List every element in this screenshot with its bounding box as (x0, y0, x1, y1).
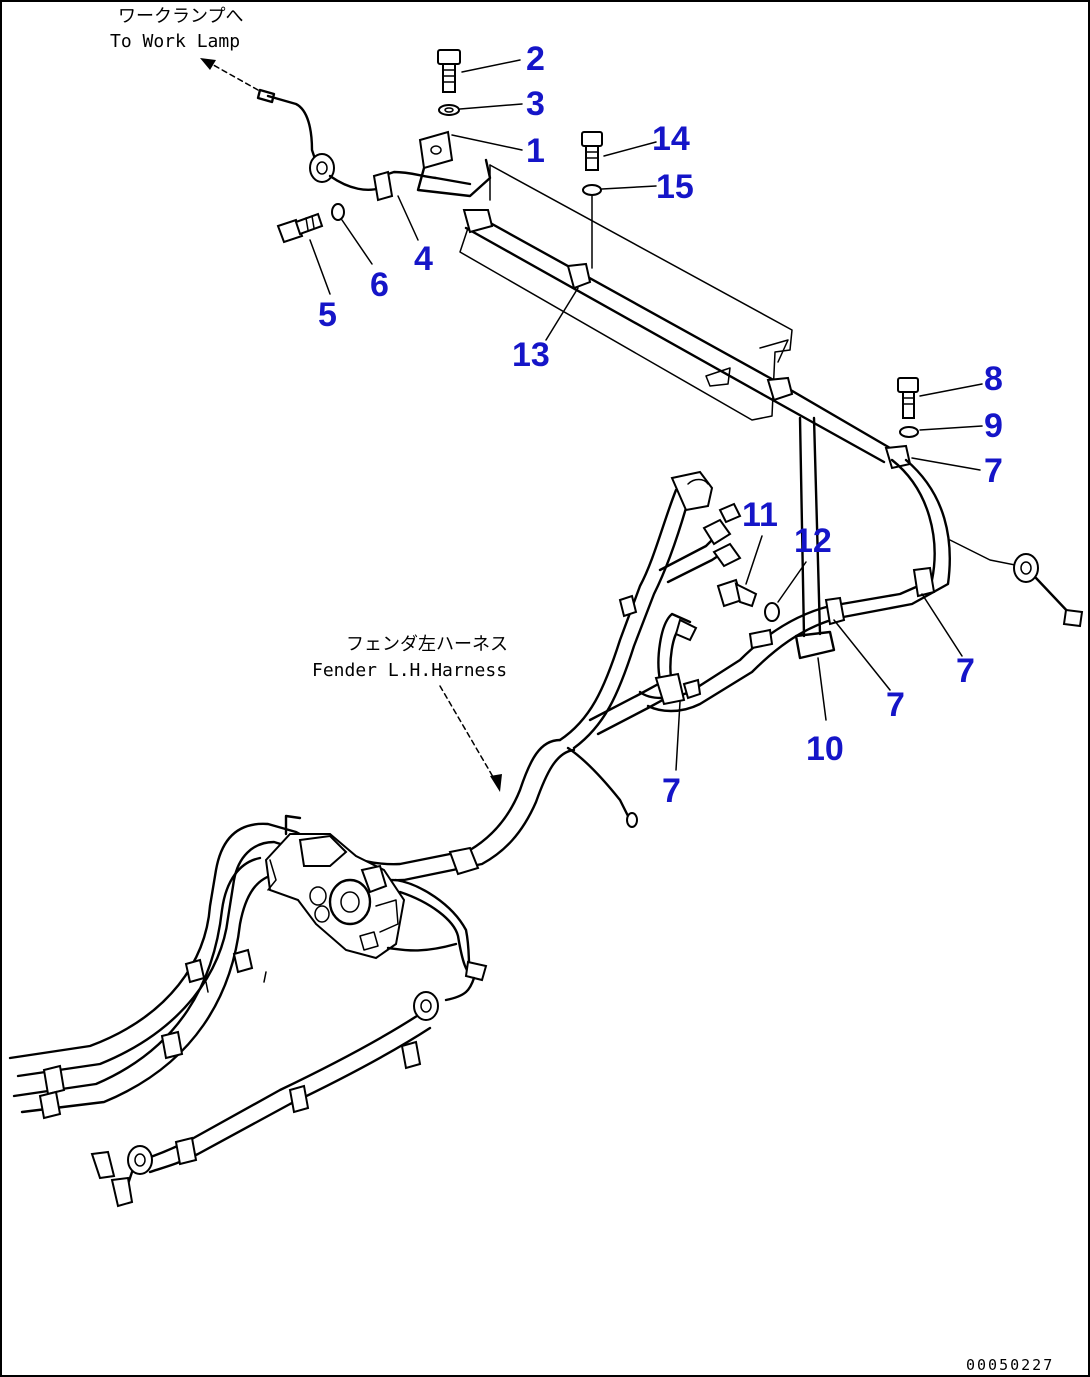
callout-6: 6 (370, 266, 389, 304)
bolt-part-2 (437, 49, 521, 93)
fender-lh-harness (8, 738, 576, 1120)
clamp-part-4 (372, 170, 472, 241)
callout-12: 12 (794, 522, 832, 560)
bolt-part-14 (581, 131, 657, 171)
top-harness-tube (462, 209, 912, 470)
callout-9: 9 (984, 407, 1003, 445)
callout-8: 8 (984, 360, 1003, 398)
callout-7-left: 7 (662, 772, 681, 810)
end-grommet (127, 1145, 153, 1175)
bracket-plate (748, 628, 774, 650)
callout-11: 11 (742, 496, 778, 534)
washer-part-6 (331, 203, 373, 265)
grommet (309, 153, 335, 183)
connector-branch (558, 470, 742, 750)
callout-7-right: 7 (956, 652, 975, 690)
bolt-part-8 (897, 377, 983, 419)
junction-box (264, 833, 406, 960)
callout-2: 2 (526, 40, 545, 78)
callout-1: 1 (526, 132, 545, 170)
work-lamp-wire (256, 88, 382, 191)
stay-part-10 (794, 416, 836, 721)
washer-part-15 (582, 184, 657, 269)
bolt-part-5 (276, 212, 331, 295)
leader-1 (451, 134, 523, 151)
mid-loop-branch (588, 612, 702, 771)
drawing-code: 00050227 (966, 1356, 1054, 1374)
work-lamp-note-jp: ワークランプへ (118, 6, 243, 27)
callout-10: 10 (806, 730, 844, 768)
leader-7b (921, 593, 963, 657)
callout-7-mid: 7 (886, 686, 905, 724)
right-grommet (1013, 553, 1039, 583)
lower-grommet (413, 991, 439, 1021)
washer-part-3 (438, 103, 523, 116)
lower-harness (90, 991, 439, 1208)
callout-5: 5 (318, 296, 337, 334)
fender-note-en: Fender L.H.Harness (312, 660, 507, 681)
leader-7c (833, 619, 891, 691)
washer-part-9 (899, 425, 983, 438)
callout-14: 14 (652, 120, 690, 158)
fender-note-jp: フェンダ左ハーネス (346, 634, 508, 655)
callout-3: 3 (526, 85, 545, 123)
fender-note-arrow (439, 685, 502, 792)
callout-15: 15 (656, 168, 694, 206)
callout-7-top: 7 (984, 452, 1003, 490)
lower-right-branch (386, 878, 488, 1002)
callout-4: 4 (414, 240, 433, 278)
ground-wire (566, 746, 638, 828)
work-lamp-arrow (200, 58, 259, 91)
leader-7a (911, 457, 981, 471)
callout-13: 13 (512, 336, 550, 374)
clip-bracket-part-1 (416, 130, 492, 198)
bolt-part-11 (716, 535, 763, 608)
work-lamp-note-en: To Work Lamp (110, 31, 240, 52)
washer-part-12 (764, 561, 807, 622)
leader-13 (545, 287, 579, 341)
